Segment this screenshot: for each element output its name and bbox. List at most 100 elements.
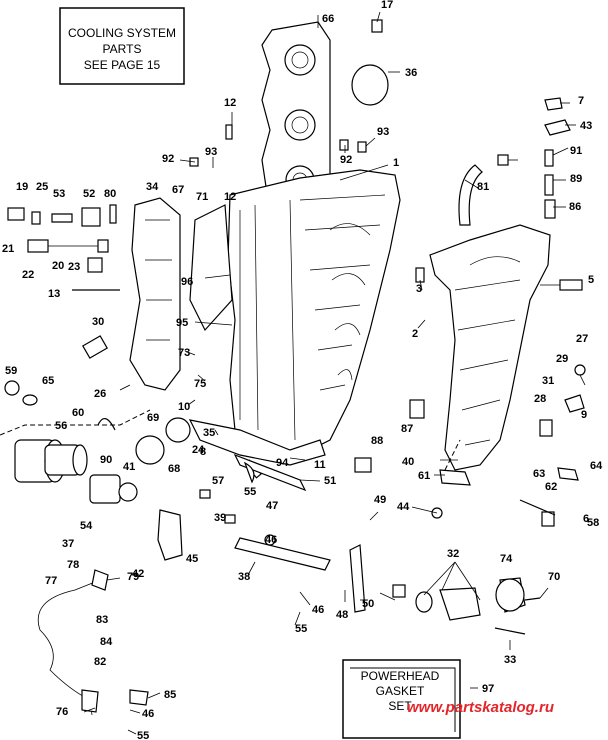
callout-86: 86: [569, 201, 581, 213]
small-parts: [4, 19, 586, 635]
callout-27: 27: [576, 333, 588, 345]
callout-78: 78: [67, 559, 79, 571]
callout-17: 17: [381, 0, 393, 11]
callout-47: 47: [266, 500, 278, 512]
callout-37: 37: [62, 538, 74, 550]
watermark: www.partskatalog.ru: [407, 699, 554, 716]
callout-95: 95: [176, 317, 188, 329]
callout-26: 26: [94, 388, 106, 400]
gasket-line-2: GASKET: [376, 684, 425, 698]
callout-75: 75: [194, 378, 206, 390]
water-hose: [458, 164, 483, 226]
note-line-1: COOLING SYSTEM: [68, 26, 176, 40]
callout-22: 22: [22, 269, 34, 281]
thermostat-housing: [14, 439, 138, 504]
callout-76: 76: [56, 706, 68, 718]
cylinder-block: [188, 169, 401, 466]
callout-39: 39: [214, 512, 226, 524]
leader-lines: [83, 11, 586, 735]
callout-31: 31: [542, 375, 554, 387]
sensor-plug: [81, 689, 99, 713]
note-line-3: SEE PAGE 15: [84, 58, 161, 72]
callout-46: 46: [265, 534, 277, 546]
callout-24: 24: [192, 444, 205, 456]
callout-63: 63: [533, 468, 545, 480]
callout-71: 71: [196, 191, 208, 203]
callout-50: 50: [362, 598, 374, 610]
callout-74: 74: [500, 553, 513, 565]
cylinder-head-cover: [261, 21, 331, 206]
callout-32: 32: [447, 548, 459, 560]
callout-35: 35: [203, 427, 215, 439]
callout-25: 25: [36, 181, 48, 193]
callout-55: 55: [137, 730, 149, 740]
callout-30: 30: [92, 316, 104, 328]
gasket-line-3: SET: [388, 699, 412, 713]
exhaust-cover: [129, 197, 181, 391]
callout-12: 12: [224, 191, 236, 203]
callout-80: 80: [104, 188, 116, 200]
callout-34: 34: [146, 181, 159, 193]
callout-61: 61: [418, 470, 430, 482]
callout-13: 13: [48, 288, 60, 300]
callout-81: 81: [477, 181, 489, 193]
callout-73: 73: [178, 347, 190, 359]
callout-45: 45: [186, 553, 198, 565]
callout-1: 1: [393, 157, 399, 169]
callout-89: 89: [570, 173, 582, 185]
callout-93: 93: [205, 146, 217, 158]
callout-79: 79: [127, 571, 139, 583]
callout-60: 60: [72, 407, 84, 419]
callout-48: 48: [336, 609, 348, 621]
callout-55: 55: [295, 623, 307, 635]
crankcase-cover: [429, 224, 551, 471]
callout-84: 84: [100, 636, 113, 648]
callout-41: 41: [123, 461, 135, 473]
gasket-line-1: POWERHEAD: [361, 669, 440, 683]
callout-90: 90: [100, 454, 112, 466]
callout-85: 85: [164, 689, 176, 701]
sensor-connector: [91, 569, 109, 591]
callout-7: 7: [578, 95, 584, 107]
callout-87: 87: [401, 423, 413, 435]
callout-20: 20: [52, 260, 64, 272]
callout-77: 77: [45, 575, 57, 587]
callout-55: 55: [244, 486, 256, 498]
callout-6: 6: [583, 513, 589, 525]
callout-93: 93: [377, 126, 389, 138]
callout-68: 68: [168, 463, 180, 475]
callout-92: 92: [162, 153, 174, 165]
callout-83: 83: [96, 614, 108, 626]
callout-94: 94: [276, 457, 289, 469]
callout-88: 88: [371, 435, 383, 447]
callout-44: 44: [397, 501, 410, 513]
sensor-body: [129, 689, 149, 706]
wiring-harness: [37, 579, 101, 716]
callout-52: 52: [83, 188, 95, 200]
callout-62: 62: [545, 481, 557, 493]
note-line-2: PARTS: [103, 42, 142, 56]
callout-23: 23: [68, 261, 80, 273]
callout-40: 40: [402, 456, 414, 468]
gasket-set-box: POWERHEAD GASKET SET: [342, 659, 461, 739]
callout-67: 67: [172, 184, 184, 196]
callout-9: 9: [581, 409, 587, 421]
callout-65: 65: [42, 375, 54, 387]
callout-2: 2: [412, 328, 418, 340]
callout-12: 12: [224, 97, 236, 109]
callout-91: 91: [570, 145, 582, 157]
callout-3: 3: [416, 283, 422, 295]
callout-49: 49: [374, 494, 386, 506]
callout-57: 57: [212, 475, 224, 487]
callout-36: 36: [405, 67, 417, 79]
callout-69: 69: [147, 412, 159, 424]
callout-38: 38: [238, 571, 250, 583]
callout-42: 42: [132, 568, 144, 580]
callout-10: 10: [178, 401, 190, 413]
callout-54: 54: [80, 520, 93, 532]
o-ring: [351, 64, 389, 106]
callout-70: 70: [548, 571, 560, 583]
callout-21: 21: [2, 243, 14, 255]
callout-46: 46: [142, 708, 154, 720]
